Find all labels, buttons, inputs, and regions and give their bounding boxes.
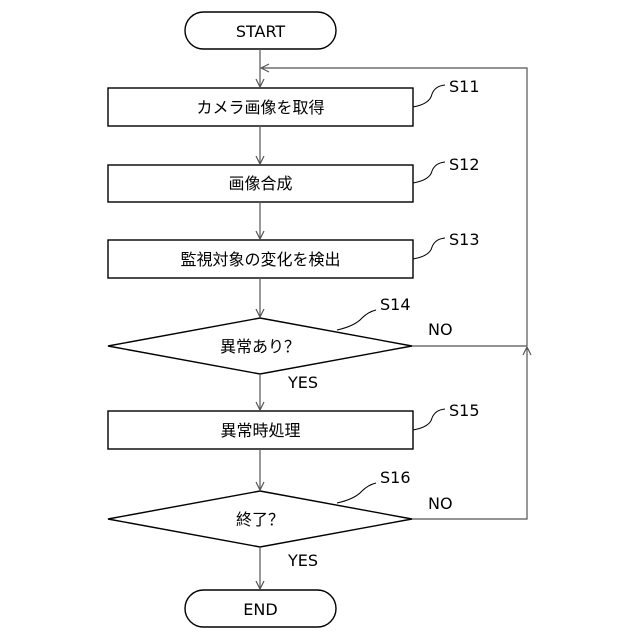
yes-label-s14: YES <box>287 373 318 392</box>
process-label-s13: 監視対象の変化を検出 <box>180 250 340 269</box>
decision-label-s14: 異常あり？ <box>220 337 300 356</box>
step-id-s12: S12 <box>449 155 480 174</box>
end-terminal: END <box>185 590 336 627</box>
no-label-s16: NO <box>428 494 453 513</box>
step-leader-s15 <box>413 409 445 430</box>
step-leader-s13 <box>413 238 445 259</box>
process-label-s15: 異常時処理 <box>220 421 300 440</box>
process-box-s15: 異常時処理 <box>108 411 413 449</box>
no-label-s14: NO <box>428 320 453 339</box>
start-terminal: START <box>185 12 336 49</box>
decision-s16: 終了？ <box>108 491 412 547</box>
step-id-s15: S15 <box>449 401 480 420</box>
step-leader-s11 <box>413 85 445 107</box>
yes-label-s16: YES <box>287 551 318 570</box>
step-leader-s16 <box>337 483 376 503</box>
step-leader-s12 <box>413 162 445 183</box>
process-box-s13: 監視対象の変化を検出 <box>108 240 413 278</box>
step-id-s14: S14 <box>380 295 411 314</box>
process-label-s12: 画像合成 <box>228 174 292 193</box>
step-leader-s14 <box>337 310 376 330</box>
end-label: END <box>243 600 277 619</box>
process-label-s11: カメラ画像を取得 <box>196 98 324 117</box>
step-id-s11: S11 <box>449 77 480 96</box>
decision-s14: 異常あり？ <box>108 318 412 374</box>
step-id-s13: S13 <box>449 230 480 249</box>
start-label: START <box>236 22 286 41</box>
process-box-s11: カメラ画像を取得 <box>108 88 413 126</box>
step-id-s16: S16 <box>380 468 411 487</box>
decision-label-s16: 終了？ <box>236 510 284 529</box>
process-box-s12: 画像合成 <box>108 165 413 202</box>
